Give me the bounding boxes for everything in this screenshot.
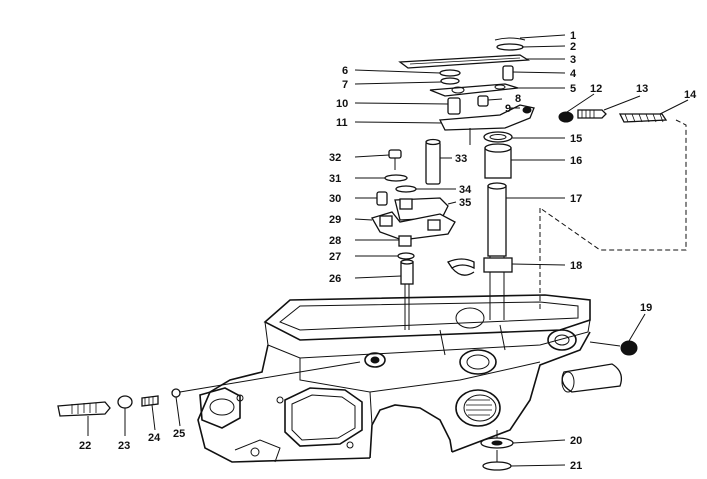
callout-17: 17 [570, 193, 582, 205]
right-parts [539, 109, 687, 393]
callout-35: 35 [459, 197, 471, 209]
callout-4: 4 [570, 68, 577, 80]
callout-11: 11 [336, 117, 348, 129]
callout-22: 22 [79, 440, 91, 452]
callout-32: 32 [329, 152, 341, 164]
callout-30: 30 [329, 193, 341, 205]
callout-3: 3 [570, 54, 576, 66]
callout-10: 10 [336, 98, 348, 110]
callout-7: 7 [342, 79, 348, 91]
callout-15: 15 [570, 133, 582, 145]
callout-8: 8 [515, 93, 521, 105]
callout-labels: 1 2 3 4 5 6 7 8 9 10 11 12 13 14 15 16 1… [79, 30, 697, 472]
callout-9: 9 [505, 103, 511, 115]
callout-23: 23 [118, 440, 130, 452]
callout-16: 16 [570, 155, 582, 167]
callout-18: 18 [570, 260, 582, 272]
bottom-parts [480, 430, 514, 471]
callout-24: 24 [148, 432, 161, 444]
callout-19: 19 [640, 302, 652, 314]
callout-13: 13 [636, 83, 648, 95]
callout-33: 33 [455, 153, 467, 165]
callout-31: 31 [329, 173, 341, 185]
left-subassembly [371, 138, 456, 330]
central-stack [398, 37, 535, 320]
callout-2: 2 [570, 41, 576, 53]
callout-27: 27 [329, 251, 341, 263]
callout-21: 21 [570, 460, 582, 472]
leader-lines [87, 34, 689, 467]
callout-5: 5 [570, 83, 576, 95]
callout-12: 12 [590, 83, 602, 95]
callout-14: 14 [684, 89, 697, 101]
housing [197, 294, 591, 463]
callout-28: 28 [329, 235, 341, 247]
callout-1: 1 [570, 30, 576, 42]
callout-20: 20 [570, 435, 582, 447]
callout-6: 6 [342, 65, 348, 77]
callout-25: 25 [173, 428, 185, 440]
callout-29: 29 [329, 214, 341, 226]
callout-26: 26 [329, 273, 341, 285]
callout-34: 34 [459, 184, 472, 196]
